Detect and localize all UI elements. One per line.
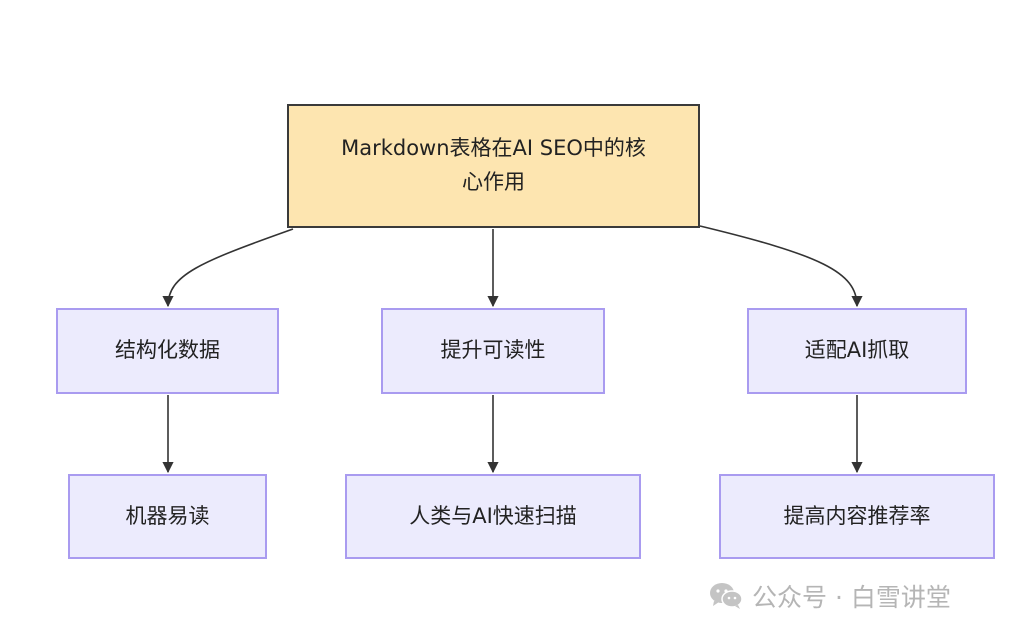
branch-node-ai-crawling: 适配AI抓取 [747, 308, 967, 394]
branch-node-structured-data: 结构化数据 [56, 308, 279, 394]
branch-node-label: 提升可读性 [440, 338, 546, 363]
leaf-node-machine-readable: 机器易读 [68, 474, 267, 559]
leaf-node-recommendation-rate: 提高内容推荐率 [719, 474, 995, 559]
root-node: Markdown表格在AI SEO中的核心作用 [287, 104, 700, 228]
leaf-node-label: 提高内容推荐率 [783, 503, 931, 528]
watermark: 公众号 · 白雪讲堂 [708, 577, 951, 615]
root-node-label: Markdown表格在AI SEO中的核心作用 [341, 136, 646, 194]
branch-node-label: 结构化数据 [115, 338, 220, 363]
branch-node-readability: 提升可读性 [381, 308, 605, 394]
leaf-node-label: 机器易读 [125, 503, 210, 528]
watermark-text: 公众号 · 白雪讲堂 [752, 583, 951, 612]
leaf-node-label: 人类与AI快速扫描 [409, 503, 577, 528]
edge-root-to-branch-3 [699, 225, 863, 308]
leaf-node-fast-scan: 人类与AI快速扫描 [345, 474, 641, 559]
edge-root-to-branch-1 [162, 228, 294, 308]
branch-node-label: 适配AI抓取 [804, 338, 910, 363]
wechat-icon [710, 583, 743, 609]
